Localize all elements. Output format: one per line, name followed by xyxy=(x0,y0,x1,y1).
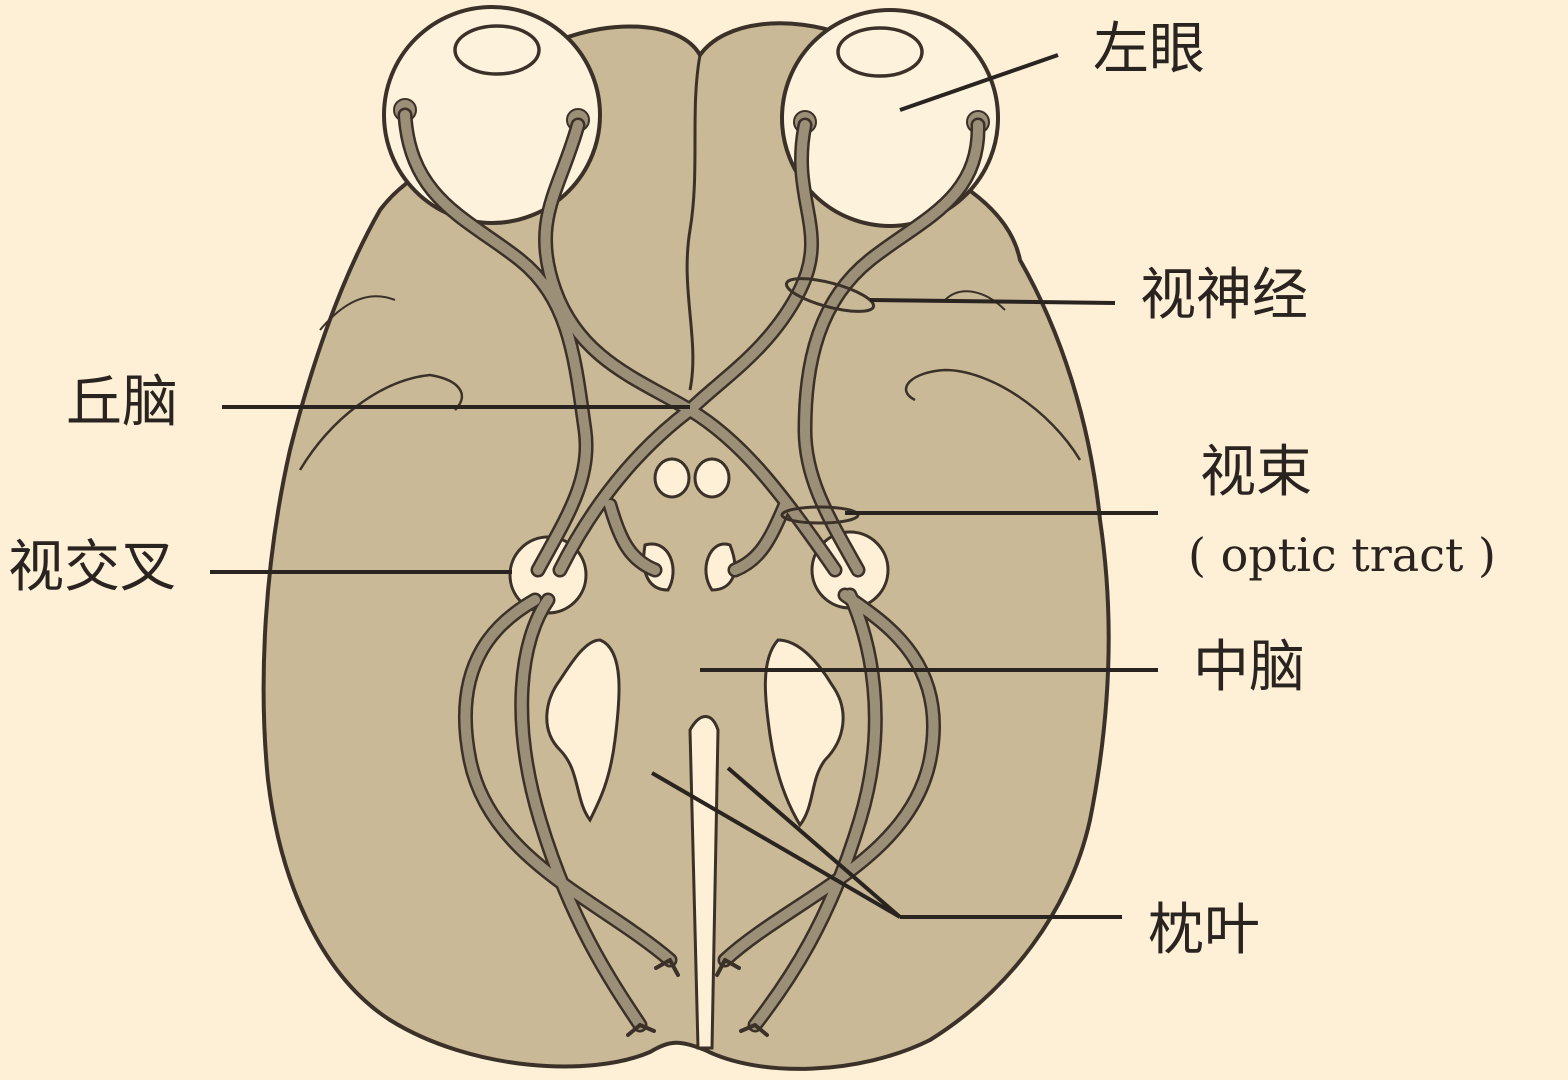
midbrain-oval-left xyxy=(653,457,691,499)
brain-outline xyxy=(261,21,1111,1071)
longitudinal-fissure-front xyxy=(685,54,702,391)
eye-left xyxy=(382,5,602,225)
leader-occipital-right xyxy=(726,766,902,919)
label-occipital-lobe: 枕叶 xyxy=(1148,898,1260,963)
midbrain-oval-right xyxy=(693,457,731,499)
leader-optic-nerve xyxy=(869,298,1116,305)
leader-occipital-left xyxy=(650,771,902,919)
sulcus-left-lower xyxy=(319,295,396,331)
leader-lines xyxy=(210,53,1158,919)
sulcus-left xyxy=(298,373,464,471)
eye-right xyxy=(780,8,1000,228)
label-optic-tract: 视束 xyxy=(1200,440,1312,505)
label-optic-chiasm: 视交叉 xyxy=(8,535,176,600)
optic-nerve-fibers xyxy=(397,107,986,1037)
optic-nerve-marker xyxy=(784,277,876,313)
ventricle-right xyxy=(763,638,845,828)
sulcus-right xyxy=(904,368,1082,461)
label-midbrain: 中脑 xyxy=(1193,635,1305,700)
label-optic-tract-en: ( optic tract ) xyxy=(1188,528,1497,582)
sulcus-right-lower xyxy=(944,290,1006,311)
leader-left-eye xyxy=(899,53,1059,112)
label-thalamus: 丘脑 xyxy=(66,370,178,435)
label-left-eye: 左眼 xyxy=(1093,17,1205,82)
label-optic-nerve: 视神经 xyxy=(1140,263,1308,328)
ventricle-left xyxy=(545,638,621,823)
